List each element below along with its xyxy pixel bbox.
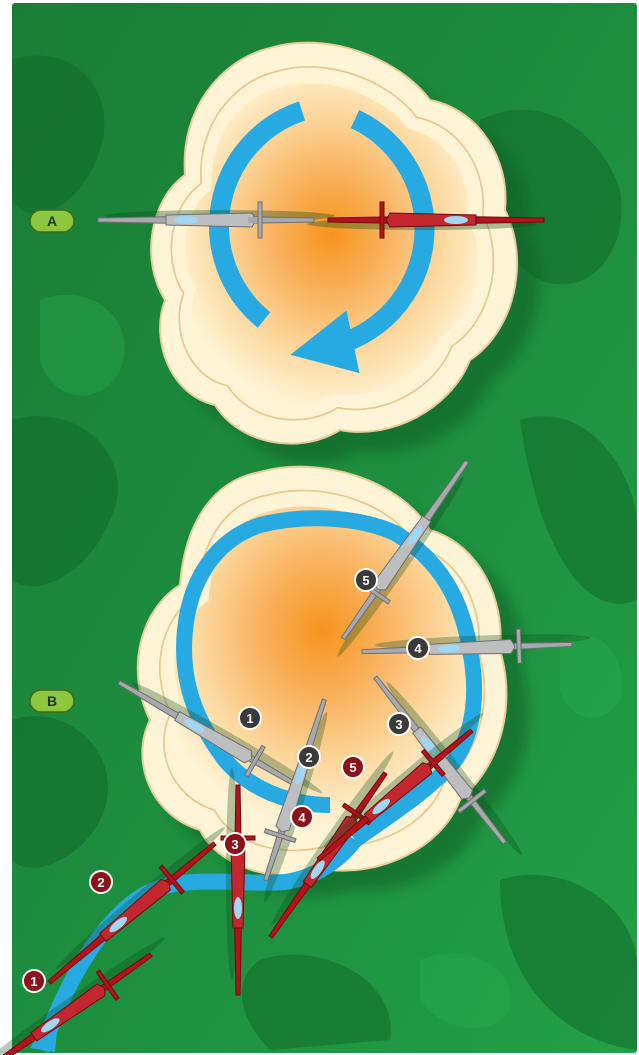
marker-red-3: 3 xyxy=(224,833,246,855)
marker-red-2: 2 xyxy=(90,871,112,893)
marker-grey-3: 3 xyxy=(388,713,410,735)
svg-text:5: 5 xyxy=(362,573,369,588)
marker-grey-2: 2 xyxy=(298,746,320,768)
marker-red-4: 4 xyxy=(291,806,313,828)
svg-text:2: 2 xyxy=(97,875,104,890)
svg-text:1: 1 xyxy=(246,711,253,726)
svg-text:3: 3 xyxy=(395,717,402,732)
svg-text:4: 4 xyxy=(298,810,306,825)
svg-text:5: 5 xyxy=(349,760,356,775)
svg-text:B: B xyxy=(47,693,57,709)
marker-grey-4: 4 xyxy=(407,637,429,659)
svg-text:A: A xyxy=(47,213,57,229)
svg-text:1: 1 xyxy=(30,974,37,989)
svg-text:3: 3 xyxy=(231,837,238,852)
svg-text:4: 4 xyxy=(414,641,422,656)
marker-grey-5: 5 xyxy=(355,569,377,591)
marker-red-1: 1 xyxy=(23,970,45,992)
svg-text:2: 2 xyxy=(305,750,312,765)
marker-red-5: 5 xyxy=(342,756,364,778)
marker-grey-1: 1 xyxy=(239,707,261,729)
label-b: B xyxy=(30,690,74,712)
label-a: A xyxy=(30,210,74,232)
